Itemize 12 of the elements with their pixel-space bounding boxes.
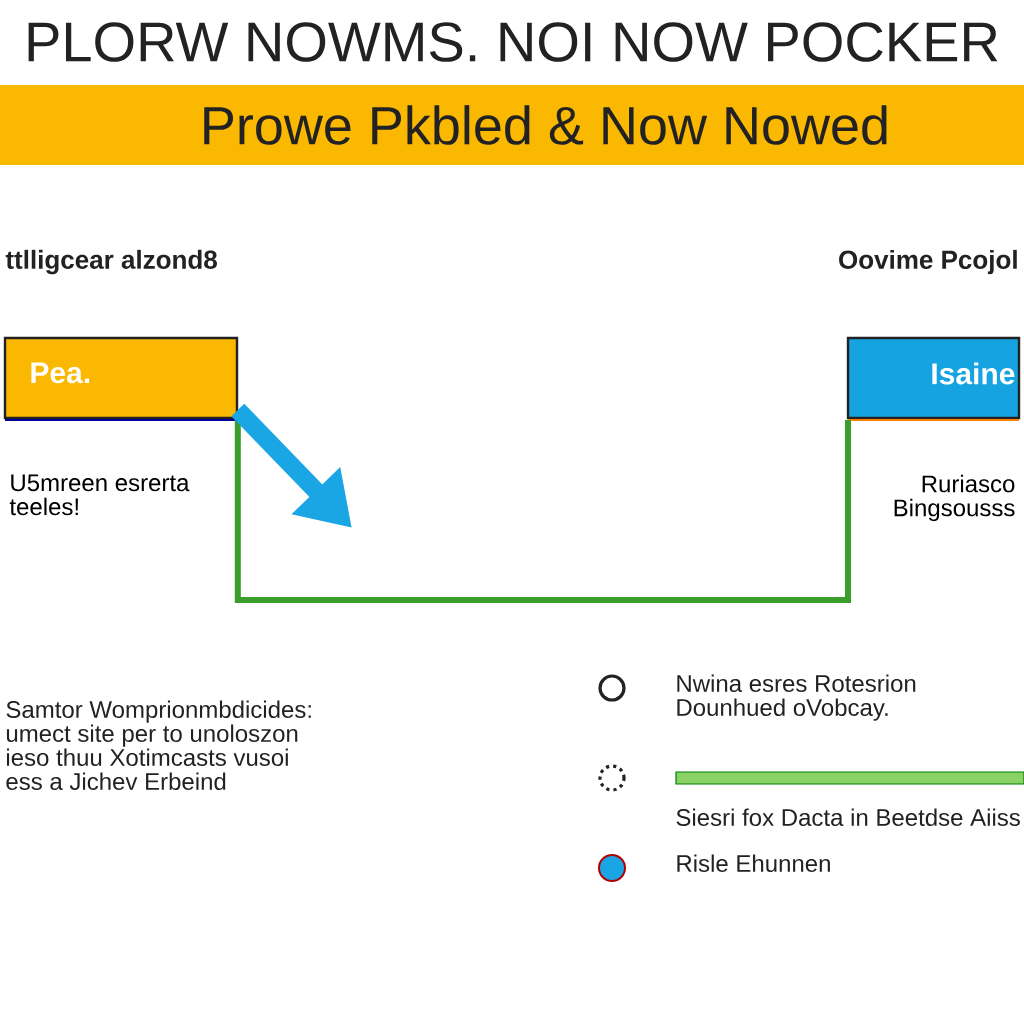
node-label: U5mreen esrerta teeles! [9,474,190,516]
title: PLORW NOWMS. NOI NOW POCKER [28,22,998,62]
subtitle: Prowe Pkbled & Now Nowed [204,105,887,145]
legend-text: Risle Ehunnen [677,854,830,872]
process-box: Isaine Ruriasco Bingsousss [846,336,1021,522]
paragraph: Samtor Womprionmbdicides: umect site per to unoloszon ieso thuu Xotimcasts vusoi ess a Jichev Erbeind [6,700,311,790]
section-heading: ttlligcear alzond8 [5,249,217,275]
legend-text: Siesri fox Dacta in Beetdse Aiiss [676,808,1020,826]
node-label: Ruriasco Bingsousss [894,474,1015,522]
legend-text: Nwina esres Rotesrion Dounhued oVobcay. [677,674,916,721]
process-box: Pea. U5mreen esrerta teeles! [3,336,239,516]
section-heading: Oovime Pcojol [839,249,1017,275]
